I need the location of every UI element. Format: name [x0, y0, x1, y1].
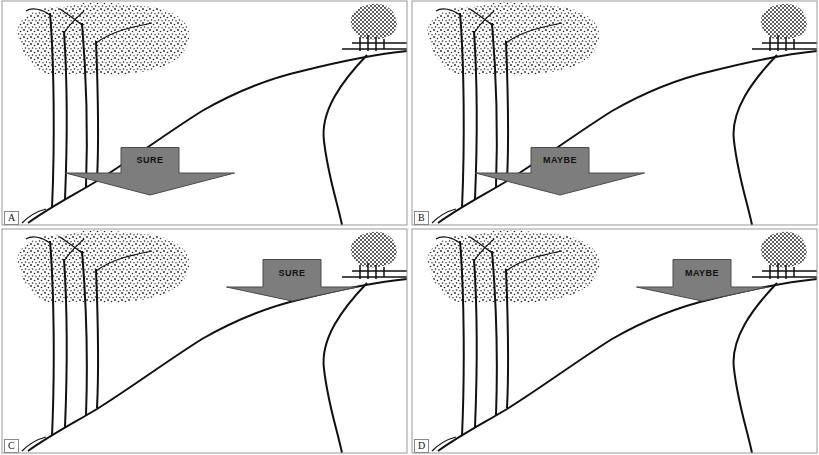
arrow-outline	[226, 259, 358, 302]
arrow-label: SURE	[278, 269, 305, 278]
panel-letter: D	[414, 439, 429, 453]
arrow-fill	[637, 260, 768, 302]
arrow-shape: SURE	[226, 259, 358, 301]
arrow-shape: MAYBE	[636, 259, 768, 301]
arrow-label: MAYBE	[543, 156, 577, 165]
panel-letter: A	[4, 211, 19, 225]
arrow-outline	[636, 259, 768, 302]
arrow-outline	[475, 147, 645, 196]
arrow-fill	[66, 148, 235, 196]
arrow-shape: MAYBE	[475, 147, 645, 195]
arrow-fill	[227, 260, 358, 302]
arrow-label: MAYBE	[685, 269, 719, 278]
panel-letter: C	[4, 439, 19, 453]
arrow-label: SURE	[136, 156, 163, 165]
arrow-shape: SURE	[65, 147, 235, 195]
panel-letter: B	[414, 211, 429, 225]
arrow-outline	[65, 147, 235, 196]
arrow-fill	[476, 148, 645, 196]
